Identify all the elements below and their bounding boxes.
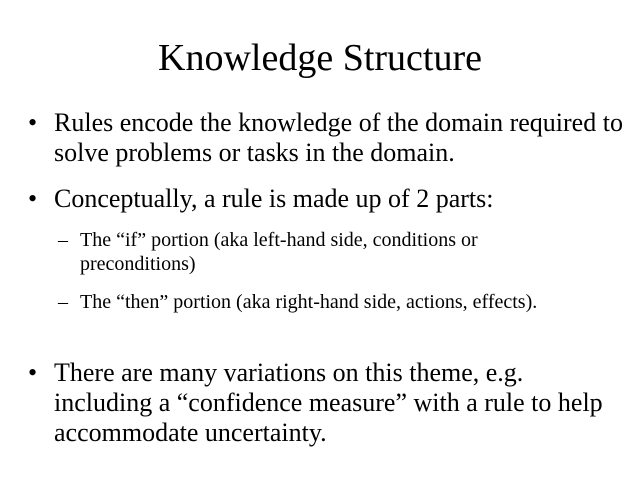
sub-marker: – (58, 291, 68, 313)
bullet-2: • Conceptually, a rule is made up of 2 p… (28, 184, 628, 214)
bullet-marker: • (28, 184, 38, 213)
bullet-1: • Rules encode the knowledge of the doma… (28, 108, 628, 168)
bullet-marker: • (28, 108, 38, 137)
sub-bullet-text: The “then” portion (aka right-hand side,… (80, 291, 538, 313)
bullet-text: Conceptually, a rule is made up of 2 par… (54, 184, 494, 213)
bullet-marker: • (28, 358, 38, 387)
bullet-3: • There are many variations on this them… (28, 358, 618, 448)
sub-bullet-text: The “if” portion (aka left-hand side, co… (80, 229, 478, 275)
sub-bullet-2: – The “then” portion (aka right-hand sid… (58, 290, 558, 314)
slide-title: Knowledge Structure (158, 37, 482, 79)
sub-bullet-1: – The “if” portion (aka left-hand side, … (58, 228, 598, 276)
bullet-text: There are many variations on this theme,… (54, 358, 603, 447)
sub-marker: – (58, 229, 68, 251)
bullet-text: Rules encode the knowledge of the domain… (54, 108, 623, 167)
